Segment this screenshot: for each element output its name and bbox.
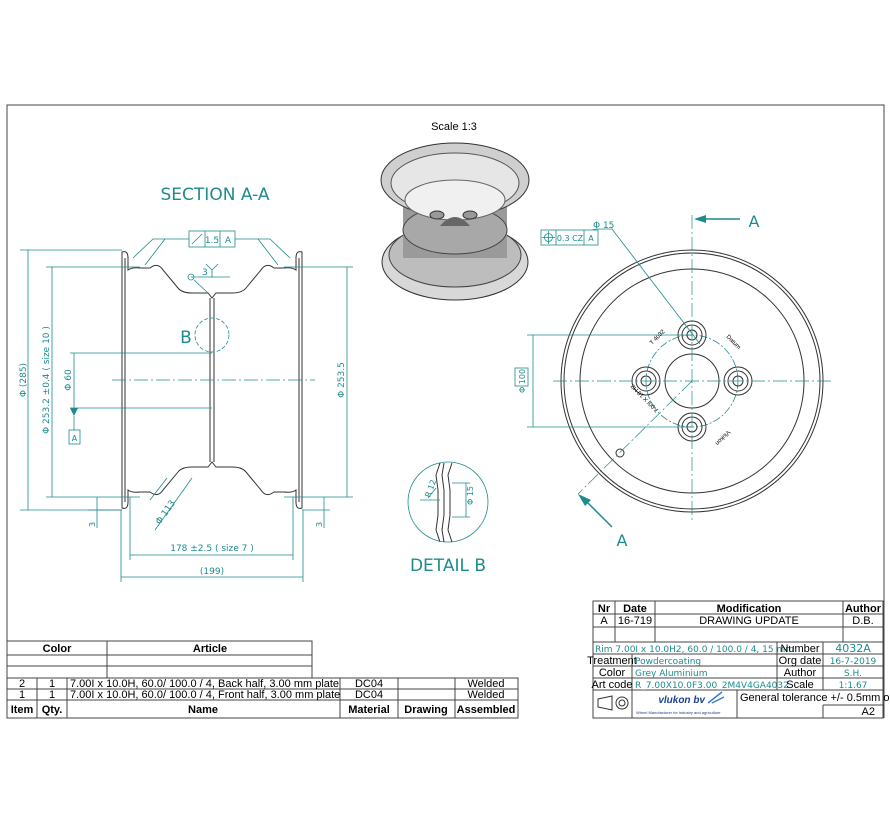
detail-b-marker — [194, 317, 230, 353]
svg-text:DRAWING UPDATE: DRAWING UPDATE — [699, 615, 799, 627]
svg-text:1: 1 — [49, 689, 55, 701]
position-tolerance-frame: 0.3 CZ A Φ 15 Φ 100 — [514, 221, 701, 428]
svg-text:Φ 15: Φ 15 — [593, 221, 614, 231]
svg-text:Author: Author — [784, 667, 817, 679]
svg-text:Treatment: Treatment — [587, 655, 637, 667]
svg-text:Φ 113: Φ 113 — [154, 499, 178, 527]
svg-text:Datum: Datum — [725, 334, 742, 351]
svg-text:Author: Author — [845, 603, 882, 615]
runout-arrow-icon — [191, 233, 203, 245]
title-block: Rim 7.00I x 10.0H2, 60.0 / 100.0 / 4, 15… — [587, 641, 890, 719]
svg-text:Φ 100: Φ 100 — [518, 369, 527, 393]
section-cut-marker: A A — [578, 212, 760, 550]
svg-text:Φ 253.5: Φ 253.5 — [337, 362, 347, 398]
valve-hole — [615, 448, 625, 458]
svg-text:Color: Color — [599, 667, 626, 679]
svg-text:Color: Color — [43, 643, 72, 655]
svg-text:Qty.: Qty. — [42, 704, 63, 716]
drawing-frame — [6, 104, 885, 718]
bom-row: 1 1 7.00I x 10.0H, 60.0/ 100.0 / 4, Fron… — [19, 689, 505, 701]
svg-text:S.H.: S.H. — [844, 669, 862, 679]
svg-text:Number: Number — [780, 643, 819, 655]
svg-text:Φ 253.2 ±0.4 ( size 10 ): Φ 253.2 ±0.4 ( size 10 ) — [42, 326, 52, 434]
projection-symbol-icon — [597, 695, 629, 711]
svg-text:1: 1 — [49, 678, 55, 690]
company-logo: vlukon bv Wheel Manufacturer for industr… — [636, 691, 725, 715]
svg-text:0.3 CZ: 0.3 CZ — [557, 234, 584, 243]
bom-header: Item Qty. Name Material Drawing Assemble… — [11, 704, 516, 716]
svg-text:Date: Date — [623, 603, 647, 615]
section-dimensions: Φ (285) Φ 253.2 ±0.4 ( size 10 ) Φ 60 A … — [19, 249, 353, 582]
weld-symbol: 3 — [187, 263, 230, 294]
section-title: SECTION A-A — [161, 185, 270, 205]
svg-text:1.5: 1.5 — [205, 236, 219, 246]
svg-text:3: 3 — [315, 522, 324, 527]
svg-text:7.00I x 10.0H, 60.0/ 100.0 /: 7.00I x 10.0H, 60.0/ 100.0 / 4, Back hal… — [70, 678, 339, 690]
detail-title: DETAIL B — [410, 556, 486, 576]
svg-text:Grey Aluminium: Grey Aluminium — [635, 669, 708, 679]
svg-text:DC04: DC04 — [355, 689, 383, 701]
svg-text:Scale: Scale — [786, 679, 814, 691]
bill-of-materials: Color Article 2 1 7.00I x 10.0H, 60.0/ 1… — [6, 640, 519, 719]
svg-text:General tolerance +/- 0.5mm or: General tolerance +/- 0.5mm or +/- 1° — [740, 692, 890, 704]
datum-a-box — [68, 429, 81, 445]
svg-text:178 ±2.5 ( size 7 ): 178 ±2.5 ( size 7 ) — [170, 544, 254, 554]
svg-text:Welded: Welded — [467, 678, 504, 690]
svg-text:Φ 60: Φ 60 — [64, 369, 74, 391]
front-view: T 4032 Datum 7.00I X 10 H2 Vlukon — [553, 215, 833, 522]
svg-text:Article: Article — [193, 643, 227, 655]
svg-text:Item: Item — [11, 704, 34, 716]
svg-text:7.00I X 10 H2: 7.00I X 10 H2 — [630, 382, 661, 413]
svg-text:(199): (199) — [200, 567, 224, 577]
runout-tolerance-frame: 1.5 A — [132, 230, 291, 266]
revision-table: Nr Date Modification Author A 16-719 DRA… — [592, 600, 884, 643]
svg-text:R_7.00X10.0F3.00_2M4V4GA4032: R_7.00X10.0F3.00_2M4V4GA4032 — [635, 681, 789, 691]
svg-text:2: 2 — [19, 678, 25, 690]
detail-b-label: B — [180, 328, 192, 348]
svg-text:Org date: Org date — [779, 655, 822, 667]
detail-b-view: R 12 Φ 15 — [407, 461, 489, 543]
svg-text:Nr: Nr — [598, 603, 611, 615]
svg-text:Powdercoating: Powdercoating — [635, 657, 701, 667]
svg-text:A: A — [749, 212, 760, 231]
svg-text:Modification: Modification — [717, 603, 782, 615]
svg-text:DC04: DC04 — [355, 678, 383, 690]
svg-text:7.00I x 10.0H, 60.0/ 100.0 /: 7.00I x 10.0H, 60.0/ 100.0 / 4, Front ha… — [70, 689, 340, 701]
svg-text:Art code: Art code — [592, 679, 633, 691]
svg-text:3: 3 — [202, 268, 208, 278]
svg-text:D.B.: D.B. — [852, 615, 873, 627]
svg-text:1:1.67: 1:1.67 — [839, 681, 868, 691]
svg-text:Wheel Manufacturer for industr: Wheel Manufacturer for industry and agri… — [636, 710, 721, 715]
svg-text:Vlukon: Vlukon — [714, 429, 731, 446]
svg-text:A: A — [600, 615, 608, 627]
svg-text:Drawing: Drawing — [404, 704, 447, 716]
svg-text:Material: Material — [348, 704, 390, 716]
svg-text:Φ (285): Φ (285) — [19, 363, 29, 397]
svg-text:4032A: 4032A — [835, 642, 871, 655]
svg-text:Φ 15: Φ 15 — [466, 486, 475, 505]
svg-text:Assembled: Assembled — [457, 704, 516, 716]
svg-text:A: A — [72, 434, 78, 443]
svg-text:Rim 7.00I x 10.0H2, 60.0 / 10: Rim 7.00I x 10.0H2, 60.0 / 100.0 / 4, 15… — [595, 645, 794, 655]
bom-row: 2 1 7.00I x 10.0H, 60.0/ 100.0 / 4, Back… — [19, 678, 505, 690]
svg-text:T 4032: T 4032 — [649, 329, 667, 347]
svg-text:Welded: Welded — [467, 689, 504, 701]
svg-text:1: 1 — [19, 689, 25, 701]
svg-text:Name: Name — [188, 704, 218, 716]
svg-text:16-719: 16-719 — [618, 615, 652, 627]
svg-text:3: 3 — [88, 522, 97, 527]
svg-text:A: A — [617, 531, 628, 550]
svg-text:16-7-2019: 16-7-2019 — [830, 657, 877, 667]
svg-text:A: A — [225, 236, 232, 246]
wheel-3d-render — [380, 142, 530, 301]
svg-text:vlukon bv: vlukon bv — [658, 695, 706, 706]
svg-text:A2: A2 — [862, 706, 875, 718]
scale-label: Scale 1:3 — [431, 121, 477, 133]
svg-text:A: A — [588, 234, 594, 243]
